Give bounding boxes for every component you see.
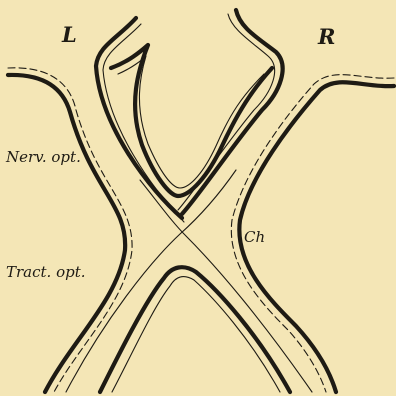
upper-notch-outline: [111, 45, 272, 196]
left-outer-boundary: [8, 75, 125, 392]
label-chiasm: Ch: [244, 228, 265, 246]
label-left: L: [61, 22, 77, 47]
crossing-fiber-right-to-left: [66, 170, 236, 392]
left-upper-arm-outer: [96, 18, 182, 218]
label-tract: Tract. opt.: [6, 263, 86, 281]
label-right: R: [317, 24, 335, 49]
label-nerve: Nerv. opt.: [5, 148, 81, 166]
crossing-fiber-left-to-right: [140, 180, 312, 392]
